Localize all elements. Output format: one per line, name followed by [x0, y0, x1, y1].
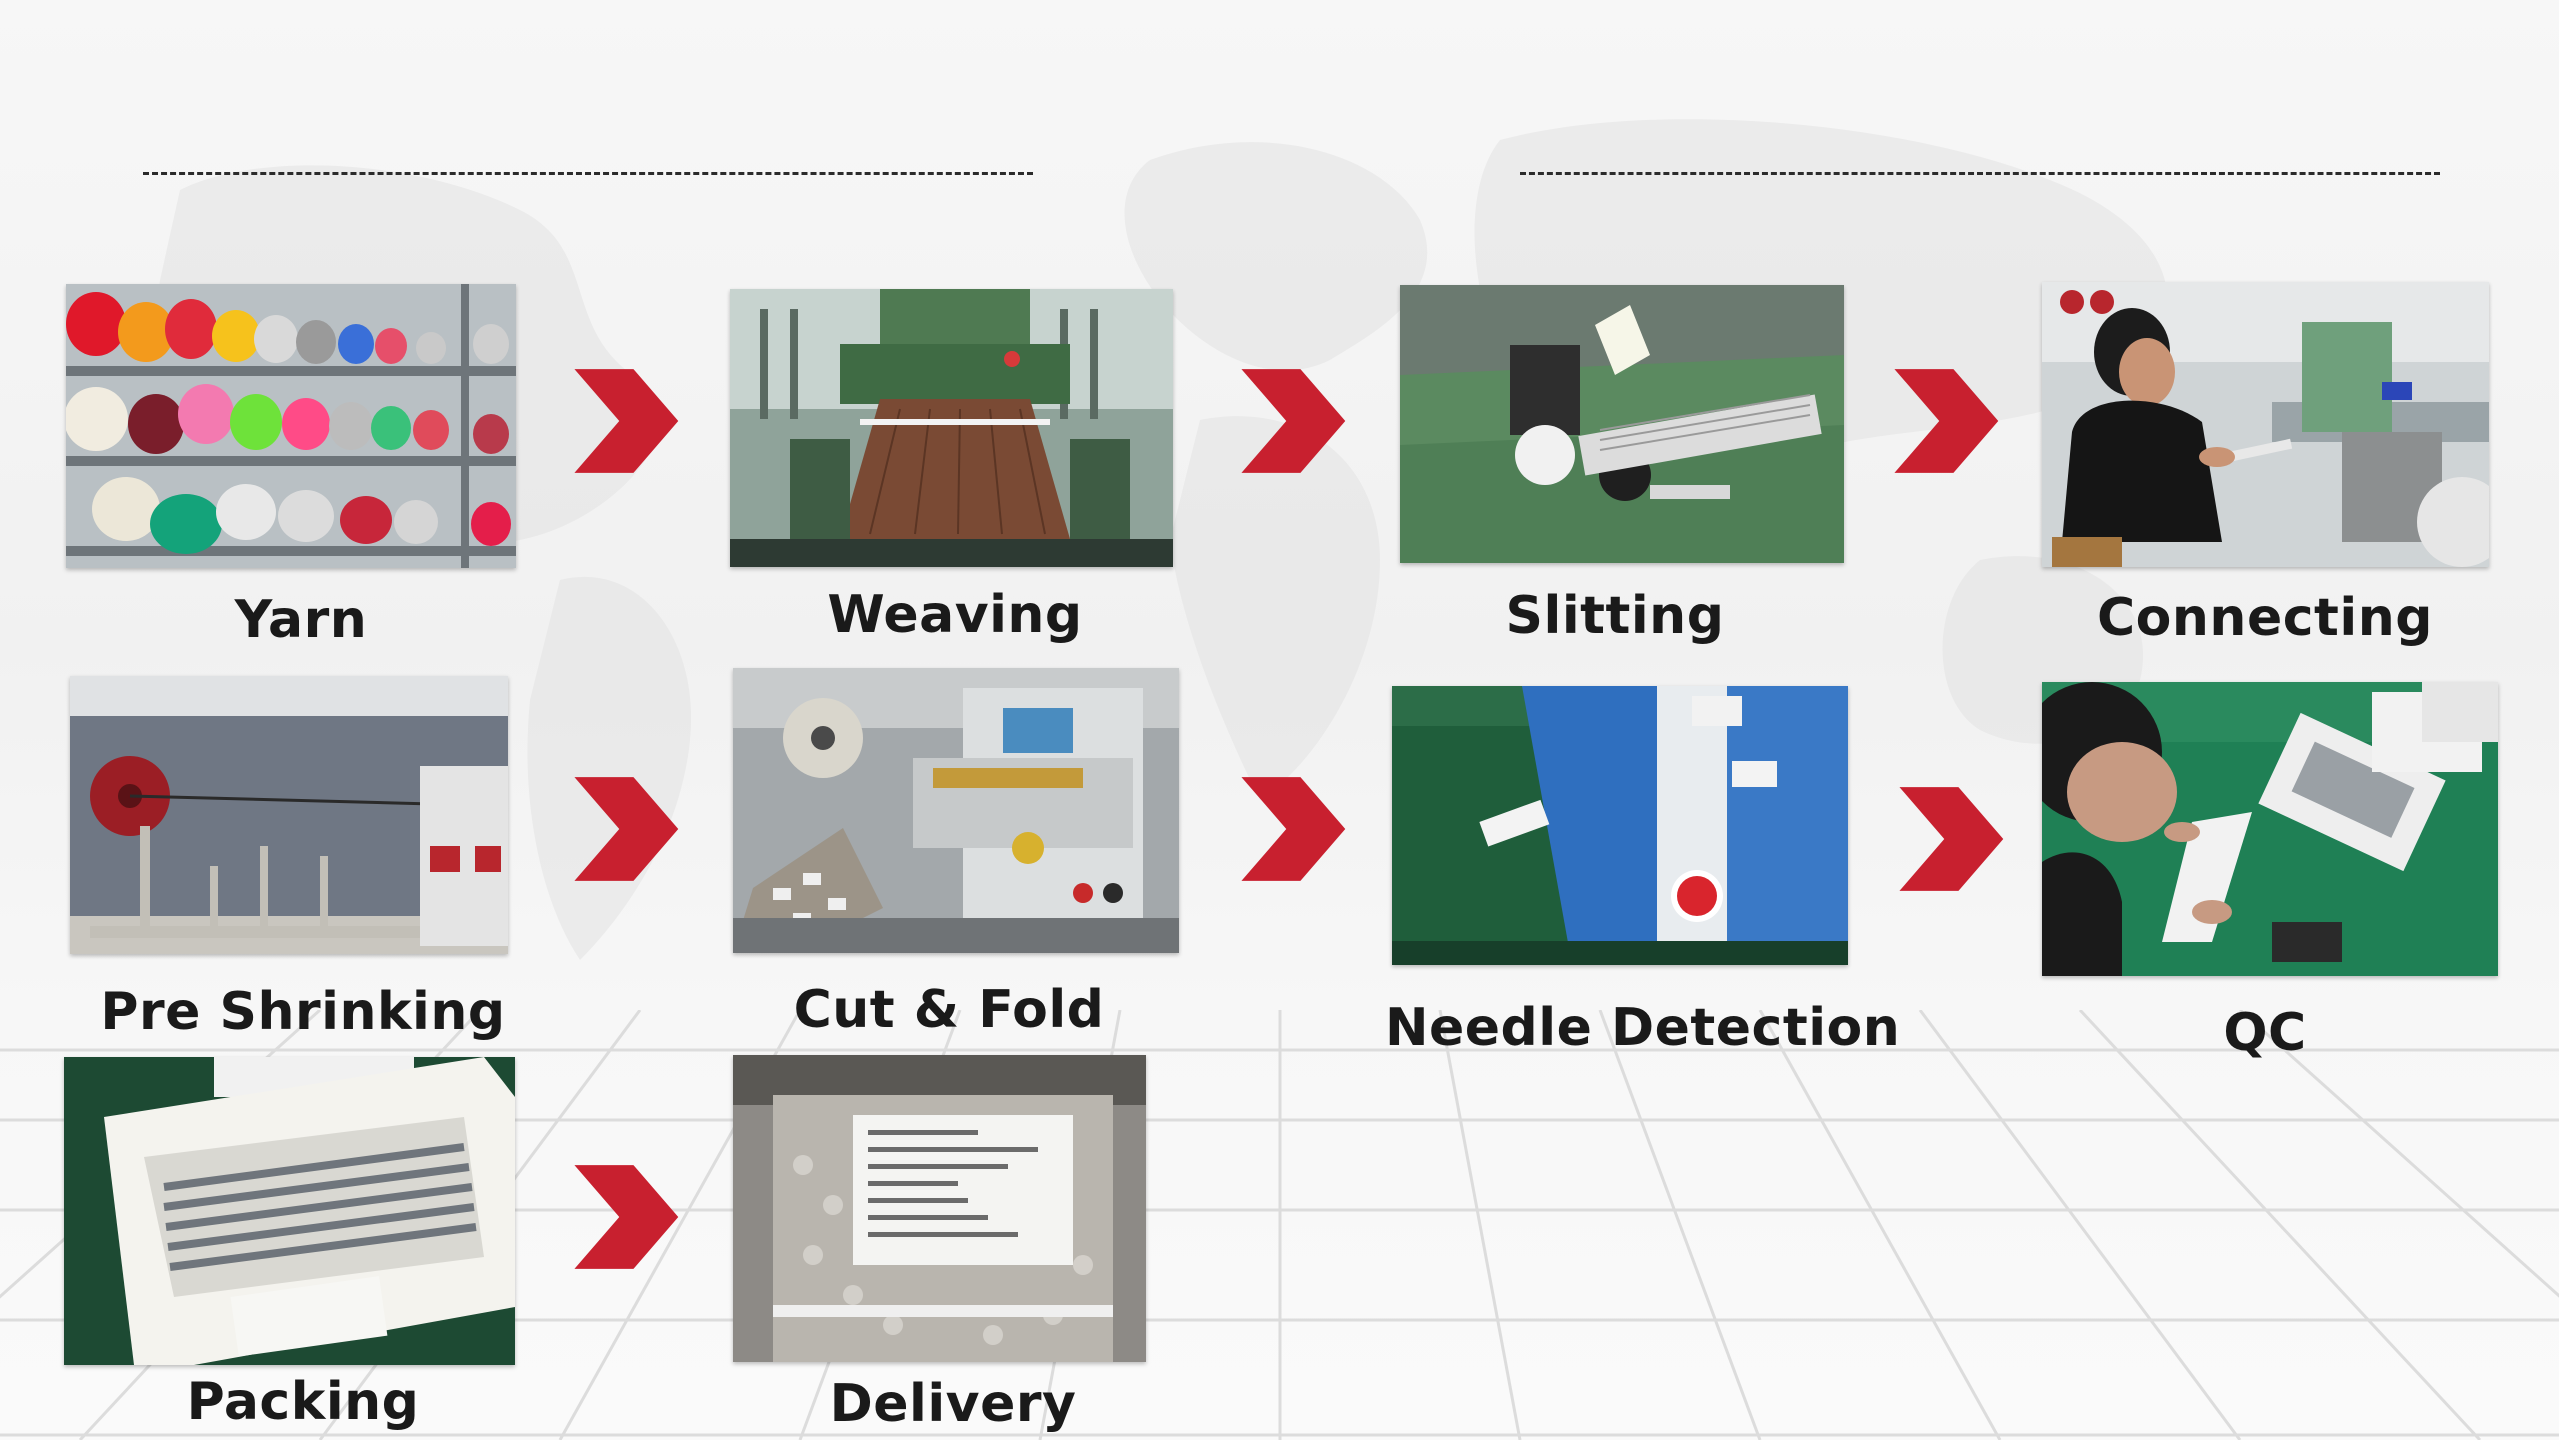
header-divider-right	[1520, 172, 2440, 175]
needle-detection-photo	[1392, 686, 1848, 965]
step-label-qc: QC	[2223, 1003, 2307, 1063]
step-label-needle-detection: Needle Detection	[1385, 998, 1901, 1058]
chevron-right-icon	[565, 770, 683, 888]
chevron-right-icon	[565, 1158, 683, 1276]
chevron-right-icon	[565, 362, 683, 480]
yarn-photo	[66, 284, 516, 568]
packing-photo	[64, 1057, 515, 1365]
qc-photo	[2042, 682, 2498, 976]
delivery-photo	[733, 1055, 1146, 1362]
step-label-packing: Packing	[186, 1372, 420, 1432]
step-label-pre-shrinking: Pre Shrinking	[100, 982, 506, 1042]
header-divider-left	[143, 172, 1033, 175]
connecting-photo	[2042, 282, 2489, 567]
chevron-right-icon	[1232, 770, 1350, 888]
slitting-photo	[1400, 285, 1844, 563]
weaving-photo	[730, 289, 1173, 567]
step-label-weaving: Weaving	[827, 585, 1083, 645]
chevron-right-icon	[1232, 362, 1350, 480]
chevron-right-icon	[1890, 780, 2008, 898]
chevron-right-icon	[1885, 362, 2003, 480]
cut-and-fold-photo	[733, 668, 1179, 953]
step-label-cut-and-fold: Cut & Fold	[793, 980, 1105, 1040]
step-label-yarn: Yarn	[234, 590, 368, 650]
step-label-slitting: Slitting	[1505, 586, 1725, 646]
step-label-delivery: Delivery	[829, 1374, 1077, 1434]
step-label-connecting: Connecting	[2097, 588, 2433, 648]
pre-shrinking-photo	[70, 676, 508, 954]
